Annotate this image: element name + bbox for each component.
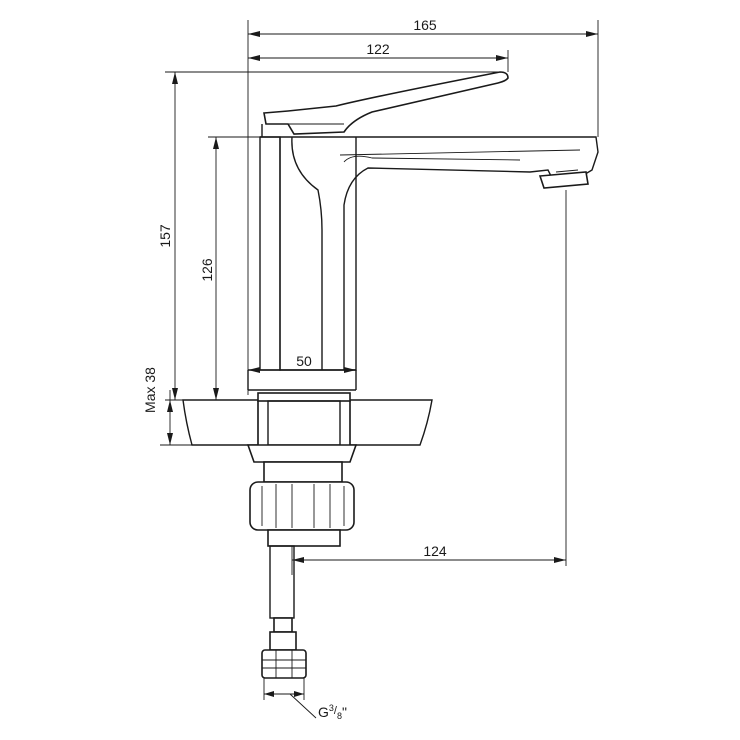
connection-denominator: 8 <box>337 711 342 721</box>
dim-base-diameter: 50 <box>248 353 356 373</box>
dim-projection: 124 <box>291 190 567 575</box>
dim-overall-height: 157 <box>157 71 500 401</box>
connection-numerator: 3 <box>329 703 334 713</box>
connection-prefix: G <box>318 704 329 720</box>
dim-body-height: 126 <box>199 136 260 400</box>
threaded-stem <box>257 392 351 446</box>
spout <box>260 136 599 370</box>
countertop-section <box>182 399 433 446</box>
fixing-nut <box>249 481 355 531</box>
dim-overall-width: 165 <box>247 17 599 395</box>
dim-handle-width-label: 122 <box>366 41 390 57</box>
dim-max-deck: Max 38 <box>142 367 192 446</box>
dim-connection-label: G3/8" <box>318 703 347 721</box>
dim-projection-label: 124 <box>423 543 447 559</box>
dim-connection: G3/8" <box>263 678 347 721</box>
flexible-hose <box>261 545 307 679</box>
dim-overall-width-label: 165 <box>413 17 437 33</box>
connection-inch-mark: " <box>342 704 347 720</box>
connection-slash: / <box>334 705 338 717</box>
dim-overall-height-label: 157 <box>157 224 173 248</box>
dim-body-height-label: 126 <box>199 258 215 282</box>
nut-spacer <box>267 529 341 547</box>
fixing-washer <box>246 444 358 483</box>
dim-max-deck-label: Max 38 <box>142 367 158 413</box>
dim-base-diameter-label: 50 <box>296 353 312 369</box>
dim-handle-width: 122 <box>248 41 509 72</box>
handle-lever <box>261 71 509 137</box>
